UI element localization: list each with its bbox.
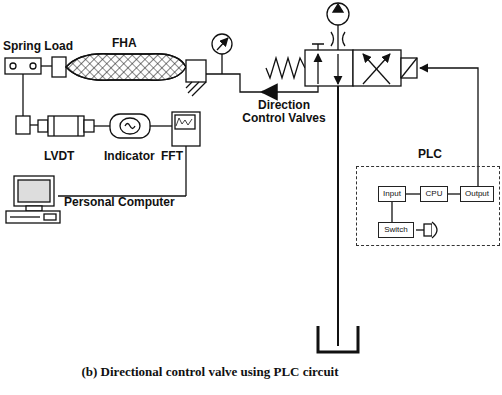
- fha-hose: [66, 54, 186, 80]
- block-label: CPU: [424, 189, 444, 199]
- figure-caption: (b) Directional control valve using PLC …: [0, 364, 420, 380]
- indicator-device: [110, 114, 172, 138]
- switch-symbol: [416, 222, 437, 238]
- lvdt-sensor: [38, 116, 110, 136]
- plc-block: Switch: [378, 222, 414, 238]
- group-heading: PLC: [418, 148, 442, 161]
- connector-line: [391, 202, 392, 222]
- direction-control-valve: [305, 44, 417, 86]
- part-label: FFT: [161, 150, 183, 163]
- plc-block: CPU: [420, 186, 448, 202]
- pressure-gauge: [212, 34, 232, 74]
- plc-group: PLC Input CPU OutputSwitch: [356, 148, 500, 246]
- block-label: Switch: [382, 225, 410, 235]
- pressure-line: [206, 74, 318, 92]
- valve-spring: [266, 58, 305, 78]
- plc-block: Input: [378, 186, 406, 202]
- flow-arrow: [262, 91, 275, 94]
- block-label: Input: [382, 189, 402, 199]
- part-label: Indicator: [104, 150, 155, 163]
- part-label: FHA: [112, 37, 137, 50]
- signal-wire: [420, 68, 478, 186]
- plc-block: Output: [460, 186, 494, 202]
- block-label: Output: [464, 189, 490, 199]
- personal-computer: [6, 176, 60, 223]
- connector-line: [406, 193, 420, 194]
- pump-line: [318, 3, 358, 352]
- part-label: Spring Load: [3, 40, 73, 53]
- part-label: Personal Computer: [64, 196, 175, 209]
- hose-fitting: [186, 60, 206, 96]
- part-label: Direction Control Valves: [236, 99, 332, 125]
- connector-line: [448, 193, 460, 194]
- fft-analyzer: [58, 112, 200, 196]
- part-label: LVDT: [44, 150, 74, 163]
